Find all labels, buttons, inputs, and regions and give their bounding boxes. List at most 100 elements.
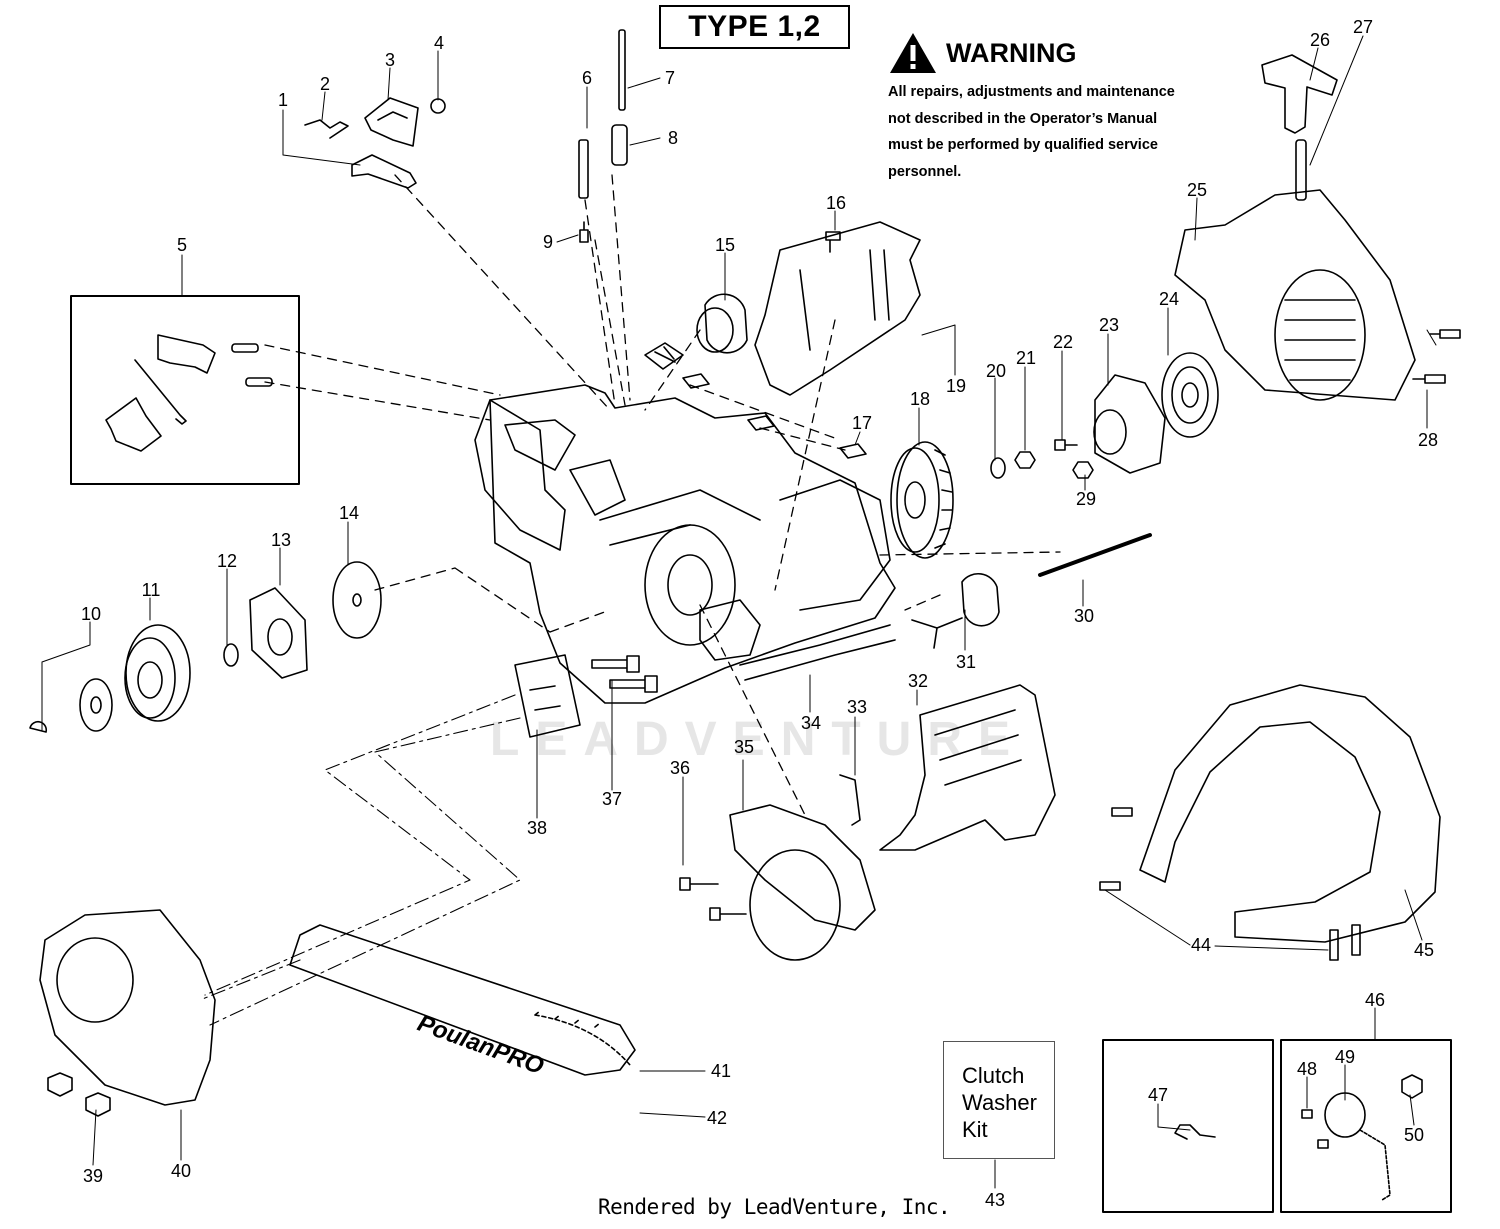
warning-line: personnel. [888,163,962,180]
callout-23: 23 [1099,315,1119,335]
part-48-screw-a [1301,1109,1313,1119]
part-33-spring [839,774,861,826]
callout-11: 11 [142,580,161,600]
part-17-clip-c [839,443,867,459]
callout-27: 27 [1353,17,1373,37]
part-5-brake-arm [157,334,216,374]
warning-header: WARNING [888,28,1218,78]
part-24-spring-inner [1171,366,1209,424]
part-4-clip [430,98,446,114]
warning-line: All repairs, adjustments and maintenance [888,84,1175,100]
part-1-brake-lever [351,154,417,189]
part-24-spring-core [1181,382,1199,408]
kit-line: Clutch [962,1063,1025,1088]
part-23-pulley-hub [1093,409,1127,455]
part-13-clutch-hub [267,618,293,656]
callout-8: 8 [668,128,678,148]
part-11-clutch-drum-rim [124,637,176,719]
part-10-washer-hole [90,696,102,714]
callout-13: 13 [271,530,291,550]
callout-2: 2 [320,74,330,94]
part-31-oil-cap [961,572,1000,627]
part-26-starter-handle [1261,54,1338,134]
part-21-nut [1014,451,1036,469]
callout-29: 29 [1076,489,1096,509]
part-20-washer [990,457,1006,479]
part-35-cover-ring [749,849,841,961]
part-22-bolt [1054,439,1078,451]
callout-41: 41 [711,1061,731,1081]
callout-47: 47 [1148,1085,1168,1105]
part-10-clip [29,720,48,733]
callout-30: 30 [1074,606,1094,626]
callout-7: 7 [665,68,675,88]
part-10-washer [79,678,113,732]
part-31-oil-cap-strap [911,617,963,649]
callout-28: 28 [1418,430,1438,450]
part-5-pin-a [231,343,259,353]
callout-14: 14 [339,503,359,523]
part-14-washer [332,561,382,639]
part-25-housing-slats [1284,299,1356,381]
callout-40: 40 [171,1161,191,1181]
part-18-flywheel [896,441,954,559]
part-27-starter-rope [1295,139,1307,201]
callout-19: 19 [946,376,966,396]
part-44-bolt-c [1329,929,1339,961]
part-28-screw-b [1412,374,1446,384]
warning-title: WARNING [946,37,1077,68]
callout-46: 46 [1365,990,1385,1010]
part-5-brake-band [105,397,162,452]
callout-35: 35 [734,737,754,757]
part-11-sprocket [137,661,163,699]
callout-49: 49 [1335,1047,1355,1067]
part-37-bolt-b [609,675,658,693]
part-40-cover-window [56,937,134,1023]
part-29-nut [1072,461,1094,479]
part-45-front-handle [1139,684,1441,943]
part-48-screw-b [1317,1139,1329,1149]
part-7-rod [618,29,626,111]
callout-50: 50 [1404,1125,1424,1145]
callout-45: 45 [1414,940,1434,960]
part-44-bolt-d [1351,924,1361,956]
part-18-flywheel-fins [934,449,953,549]
part-30-rod [1038,533,1152,577]
part-6-pin [578,139,589,199]
footer-credit: Rendered by LeadVenture, Inc. [598,1195,951,1219]
engine-housing [474,384,896,704]
part-15-gasket [696,307,734,353]
callout-39: 39 [83,1166,103,1186]
callout-4: 4 [434,33,444,53]
part-44-bolt-a [1111,807,1133,817]
part-49-pump-hose [1359,1129,1391,1201]
callout-leaders [41,35,1437,1189]
callout-15: 15 [715,235,735,255]
callout-43: 43 [985,1190,1005,1210]
part-13-clutch [249,587,308,679]
callout-33: 33 [847,697,867,717]
part-9-screw [579,221,589,243]
part-19-cylinder-shield [754,221,921,396]
callout-10: 10 [81,604,101,624]
kit-line: Washer [962,1090,1037,1115]
callout-16: 16 [826,193,846,213]
part-23-starter-pulley [1094,374,1166,474]
part-47-oil-line [1174,1124,1216,1140]
part-19-shield-slot [799,249,890,351]
callout-22: 22 [1053,332,1073,352]
part-36-bolt-b [709,907,747,921]
callout-17: 17 [852,413,872,433]
part-28-screw-a [1429,329,1461,339]
part-3-bracket [364,97,419,147]
part-15-filter [644,342,684,370]
callout-36: 36 [670,758,690,778]
part-12-washer [223,643,239,667]
callout-48: 48 [1297,1059,1317,1079]
kit-line: Kit [962,1117,988,1142]
callout-37: 37 [602,789,622,809]
part-25-housing-vent [1274,269,1366,401]
callout-5: 5 [177,235,187,255]
warning-notice: WARNING All repairs, adjustments and mai… [888,28,1218,185]
